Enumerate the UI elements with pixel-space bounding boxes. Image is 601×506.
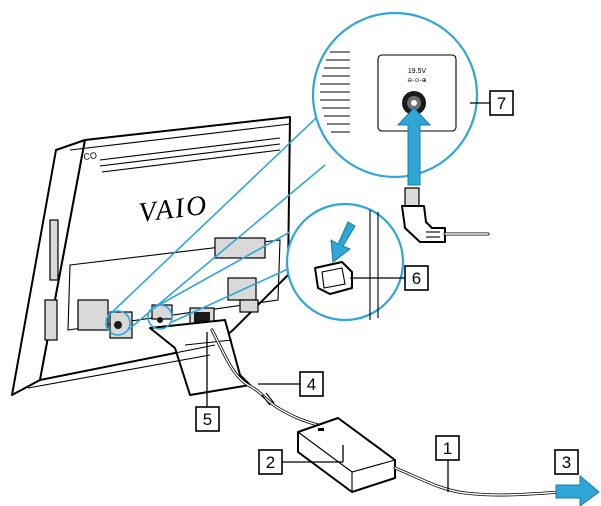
callout-7: 7 — [489, 90, 514, 116]
svg-text:1: 1 — [443, 439, 452, 458]
callout-2: 2 — [258, 449, 283, 475]
computer-stand — [149, 319, 251, 396]
zoom-cable-holder — [285, 202, 405, 322]
callout-6: 6 — [404, 265, 429, 291]
polarity-symbol: ⊖-⊙-⊕ — [407, 77, 426, 84]
dc-output-cable — [210, 328, 320, 427]
insert-arrow-up — [396, 107, 432, 186]
side-slot — [49, 219, 59, 281]
insert-arrow-down — [330, 221, 356, 263]
callout-1: 1 — [435, 435, 460, 461]
zoom-dc-in-port: 19.5V ⊖-⊙-⊕ — [311, 11, 479, 179]
vent-grille — [320, 51, 350, 133]
svg-text:3: 3 — [562, 453, 571, 472]
voltage-label: 19.5V — [408, 68, 427, 75]
cable-clip — [314, 261, 353, 295]
callout-5: 5 — [195, 406, 220, 432]
svg-text:7: 7 — [497, 94, 506, 113]
power-cord — [393, 466, 562, 497]
ac-outlet-arrow — [555, 474, 600, 506]
dc-plug-body — [401, 205, 446, 243]
svg-text:CO: CO — [83, 150, 98, 162]
ac-adapter — [297, 417, 396, 493]
svg-text:2: 2 — [266, 453, 275, 472]
callout-4: 4 — [299, 371, 324, 397]
svg-text:4: 4 — [307, 375, 316, 394]
callout-3: 3 — [554, 449, 579, 475]
zoom-origin-dc-in — [105, 310, 131, 336]
top-vents — [99, 137, 281, 173]
svg-text:5: 5 — [203, 410, 212, 429]
side-port-strip — [44, 299, 58, 341]
svg-text:6: 6 — [412, 269, 421, 288]
dc-plug — [401, 187, 490, 243]
